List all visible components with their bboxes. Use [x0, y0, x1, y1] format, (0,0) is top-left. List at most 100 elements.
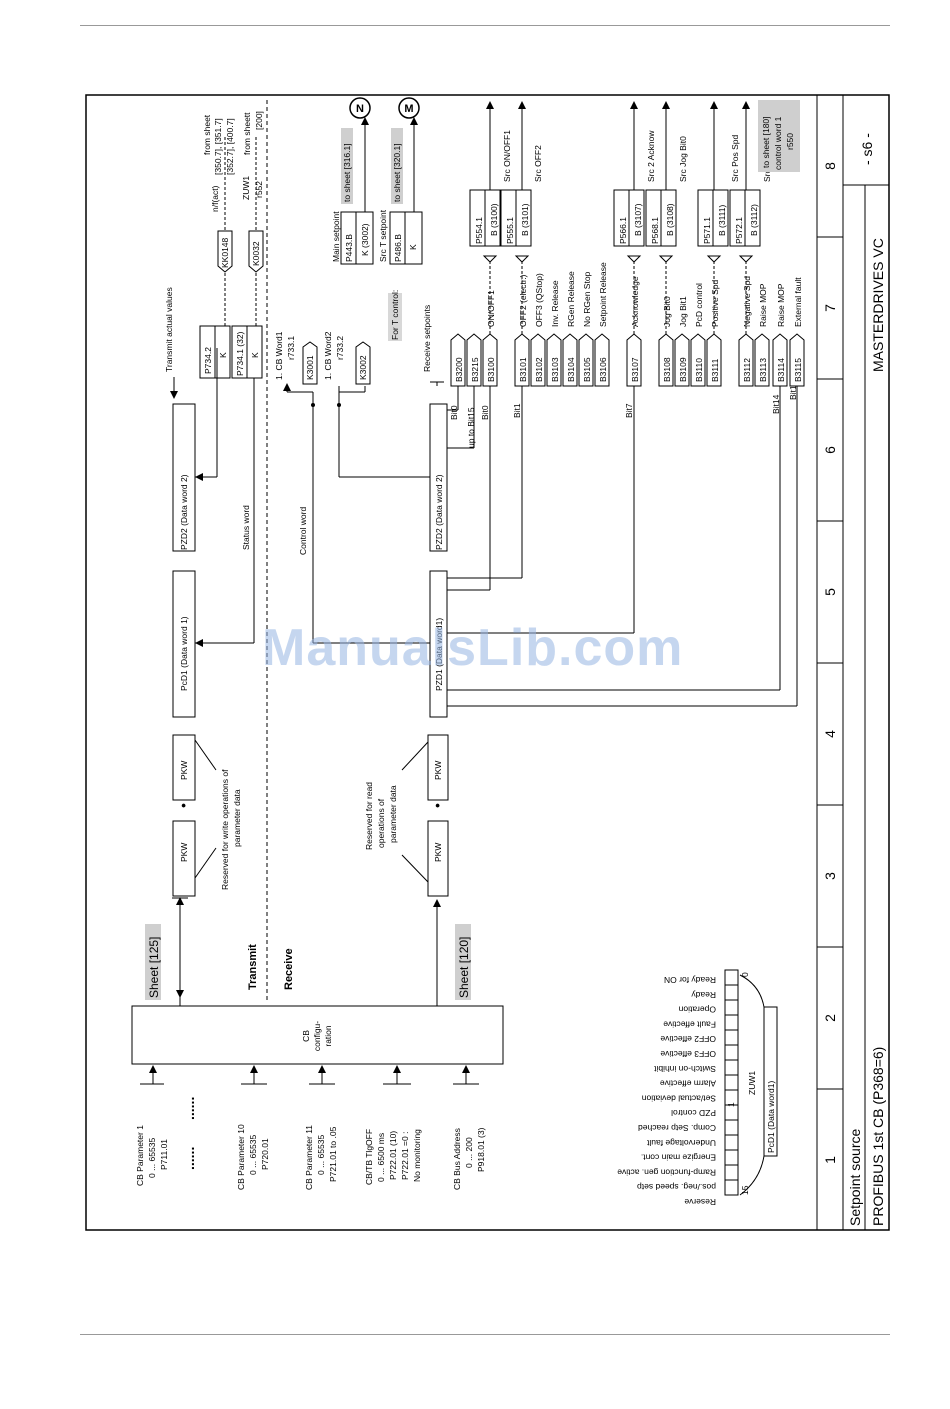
source-param-connector: B (3100)	[489, 203, 499, 236]
control-bit-connector	[658, 333, 674, 387]
status-pcd1: PcD1 (Data word1)	[766, 1081, 776, 1153]
dots-2: ......	[181, 1147, 197, 1170]
connector-m: M	[404, 103, 413, 115]
status-bit-label: PZD control	[671, 1108, 716, 1118]
status-word: Status word	[241, 505, 251, 550]
transmit-label: Transmit	[247, 944, 259, 990]
column-number-8: 8	[822, 162, 838, 170]
cb-bus-l3: P918.01 (3)	[476, 1127, 486, 1172]
column-number-1: 1	[822, 1156, 838, 1164]
column-number-7: 7	[822, 304, 838, 312]
source-param-p566-1: P566.1	[618, 217, 628, 244]
cb-bus-l2: 0 ... 200	[464, 1137, 474, 1168]
control-bit-connector	[706, 333, 722, 387]
control-bit-connector	[789, 333, 805, 387]
control-bit-label: PcD control	[694, 283, 704, 327]
source-label: Src Pos Spd	[730, 134, 740, 182]
control-bit-connector	[562, 333, 578, 387]
pkw-tx-1: PKW	[179, 843, 189, 862]
from-sheet-1-ref-1: [350.7], [351.7]	[213, 118, 223, 175]
p443b: P443.B	[344, 234, 354, 262]
source-label: Src Jog Bit0	[678, 136, 688, 182]
reserved-read-2: operations of	[376, 798, 386, 848]
control-bit-label: OFF2 (electr.)	[518, 274, 528, 327]
control-bit-b3112: B3112	[742, 358, 752, 382]
control-bit-b3110: B3110	[694, 358, 704, 382]
source-param-connector: B (3101)	[520, 203, 530, 236]
cb-param11-l3: P721.01 to .05	[328, 1126, 338, 1182]
control-bit-label: External fault	[793, 277, 803, 327]
column-number-6: 6	[822, 446, 838, 454]
p486b: P486.B	[393, 234, 403, 262]
connector-n: N	[356, 103, 364, 115]
status-bit-label: Energize main cont.	[641, 1153, 716, 1163]
status-bit-label: pos./neg. speed setp	[637, 1182, 716, 1192]
source-param-p555-1: P555.1	[505, 217, 515, 244]
receive-setpoints: Receive setpoints	[422, 305, 432, 372]
control-bit-label: Jog Bit1	[678, 296, 688, 327]
control-bit-b3100: B3100	[486, 357, 496, 382]
pkw-rx-1: PKW	[433, 843, 443, 862]
source-label: Src 2 Acknow	[646, 130, 656, 182]
watermark: ManualsLib.com	[262, 619, 684, 677]
pzd2-rx: PZD2 (Data word 2)	[434, 474, 444, 550]
cb-param11-l2: 0 ... 65535	[316, 1135, 326, 1175]
status-bit-label: Comp. Setp reached	[638, 1123, 716, 1133]
pkw-rx-dot: •	[429, 803, 445, 808]
control-bit-label: ON/OFF1	[486, 290, 496, 327]
k3002-b: K (3002)	[360, 223, 370, 256]
cb-tlgoff-l5: No monitoring	[412, 1129, 422, 1182]
control-word: Control word	[298, 507, 308, 555]
to-sheet-320: to sheet [320.1]	[392, 143, 402, 202]
product-name: MASTERDRIVES VC	[870, 238, 886, 372]
k3001: K3001	[305, 355, 315, 380]
dots-1: ......	[181, 1097, 197, 1120]
control-bit-label: Acknowledge	[630, 276, 640, 327]
bottom-rule	[80, 1334, 890, 1335]
control-bit-b3107: B3107	[630, 357, 640, 382]
pkw-tx-dot: •	[175, 803, 191, 808]
status-bit-label: Reserve	[684, 1197, 716, 1207]
reserved-read-3: parameter data	[388, 785, 398, 843]
bit15: Bit15	[788, 380, 798, 400]
r733-1: r733.1	[286, 336, 296, 360]
cb-config-3: ration	[323, 1025, 333, 1047]
control-bit-b3101: B3101	[518, 357, 528, 382]
control-bit-b3108: B3108	[662, 357, 672, 382]
cb-param1-l3: P711.01	[159, 1139, 169, 1170]
b3215: B3215	[470, 357, 480, 382]
cb-config-2: configu-	[312, 1021, 322, 1051]
control-bit-label: Setpoint Release	[598, 262, 608, 327]
control-bit-label: Positive Spd	[710, 279, 720, 327]
sheet-120: Sheet [120]	[457, 937, 471, 998]
control-bit-connector	[546, 333, 562, 387]
r733-2: r733.2	[335, 336, 345, 360]
bit14: Bit14	[771, 394, 781, 414]
control-bit-connector	[754, 333, 770, 387]
control-bit-connector	[482, 333, 498, 387]
cb-tlgoff-l1: CB/TB TlgOFF	[364, 1129, 374, 1185]
cb-word1: 1. CB Word1	[274, 331, 284, 380]
status-bit15: 15	[740, 1185, 750, 1195]
bit0-a: Bit0	[449, 405, 459, 420]
source-param-connector: B (3112)	[749, 204, 759, 236]
control-bit-connector	[690, 333, 706, 387]
control-bit-label: RGen Release	[566, 271, 576, 327]
control-bit-connector	[578, 333, 594, 387]
source-label: Src OFF2	[533, 145, 543, 182]
p734-2-k: K	[218, 352, 228, 358]
cb-config-1: CB	[301, 1030, 311, 1042]
cb-tlgoff-l3: P722.01 (10)	[388, 1131, 398, 1180]
bit0-b: Bit0	[480, 405, 490, 420]
control-bit-connector	[514, 333, 530, 387]
from-sheet-2: from sheett	[242, 112, 252, 155]
column-number-3: 3	[822, 872, 838, 880]
source-param-p571-1: P571.1	[702, 217, 712, 244]
control-bit-label: Jog Bit0	[662, 296, 672, 327]
cb-tlgoff-l2: 0 ... 6500 ms	[376, 1133, 386, 1182]
to-sheet-180-2: control word 1	[773, 116, 783, 170]
control-bit-connector	[594, 333, 610, 387]
